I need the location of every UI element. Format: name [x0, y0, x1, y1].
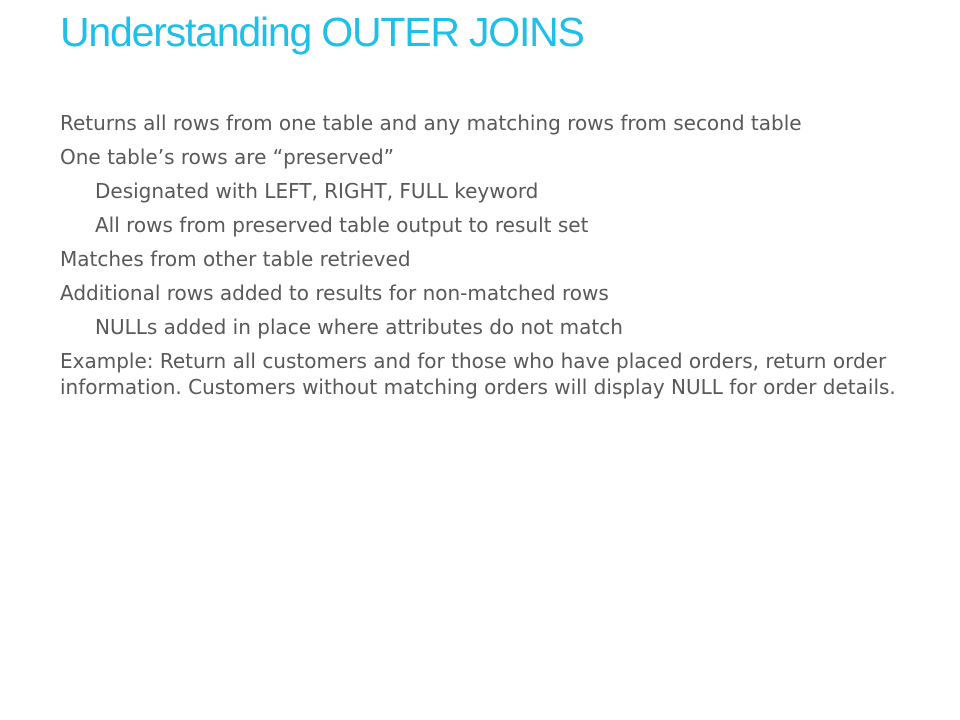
bullet-item: Example: Return all customers and for th…: [60, 349, 896, 399]
bullet-item: All rows from preserved table output to …: [95, 213, 589, 237]
bullet-item: Designated with LEFT, RIGHT, FULL keywor…: [95, 179, 539, 203]
bullet-item: One table’s rows are “preserved”: [60, 145, 395, 169]
bullet-item: Returns all rows from one table and any …: [60, 111, 802, 135]
bullet-item: Additional rows added to results for non…: [60, 281, 609, 305]
bullet-item: Matches from other table retrieved: [60, 247, 411, 271]
bullet-list: Returns all rows from one table and any …: [60, 110, 910, 408]
slide-title: Understanding OUTER JOINS: [60, 9, 585, 55]
bullet-item: NULLs added in place where attributes do…: [95, 315, 623, 339]
